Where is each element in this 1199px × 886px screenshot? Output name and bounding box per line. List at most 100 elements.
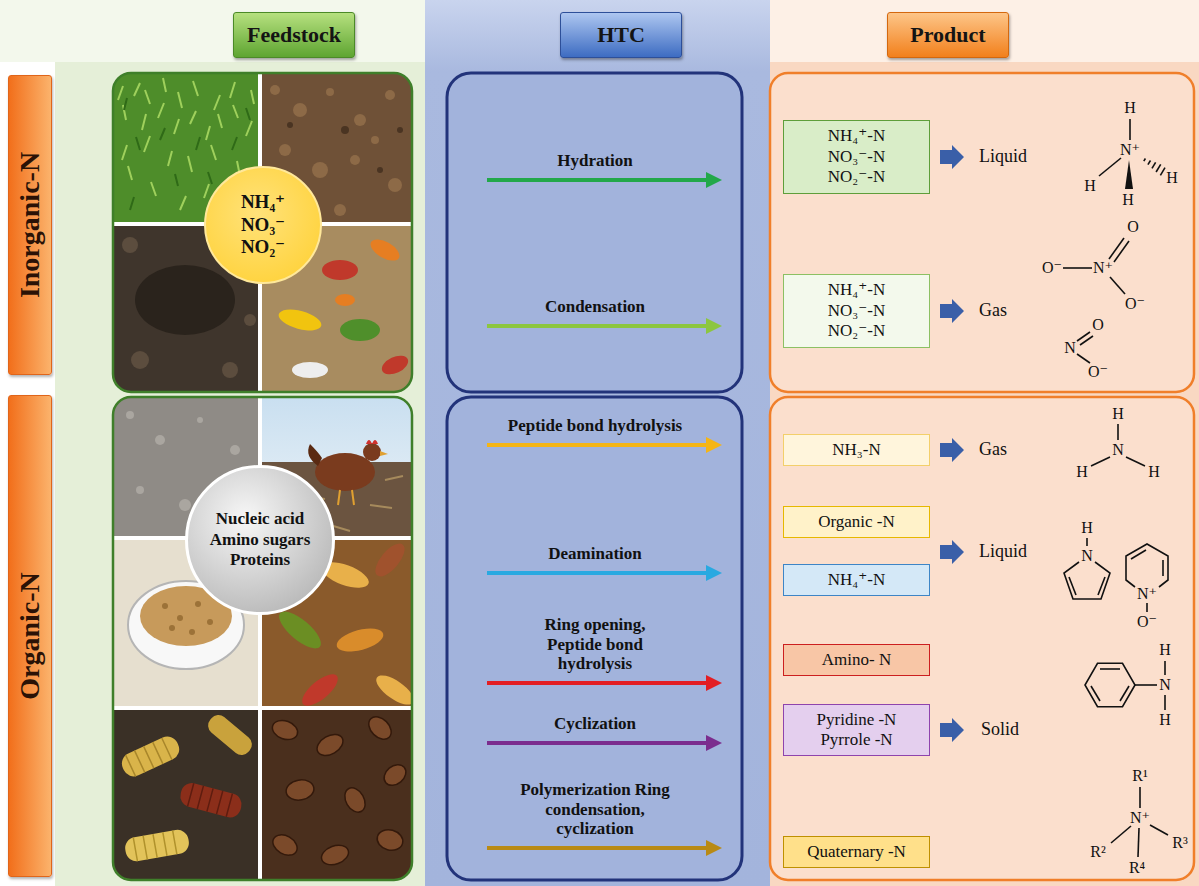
row-label: Organic-N xyxy=(16,572,44,700)
atom-symbol-holder: N⁺ xyxy=(1130,809,1150,827)
arrow-label-holder: Ring opening, Peptide bond hydrolysis xyxy=(526,615,664,674)
feedstock-photos-organic xyxy=(113,397,412,880)
product-text: Pyridine -N Pyrrole -N xyxy=(806,710,907,751)
atom-symbol-holder: R¹ xyxy=(1132,767,1147,785)
htc-arrows xyxy=(487,681,708,685)
arrow-label: Ring opening, Peptide bond hydrolysis xyxy=(526,615,664,674)
row-label-tab: Organic-N xyxy=(8,395,52,877)
product-text: NH₄⁺-N NO₃⁻-N NO₂⁻-N xyxy=(820,126,893,187)
feedstock-photos-organic xyxy=(366,440,378,444)
row-label-tab: Inorganic-N xyxy=(8,75,52,375)
feedstock-photos-inorganic xyxy=(350,155,360,165)
phase-arrows xyxy=(940,540,964,564)
feedstock-photos-inorganic xyxy=(335,294,355,306)
feedstock-photos-organic xyxy=(126,738,172,777)
feedstock-photos-organic xyxy=(364,712,395,743)
htc-arrows xyxy=(706,172,722,188)
structure-bonds xyxy=(1110,277,1125,294)
feedstock-photos-inorganic xyxy=(367,235,403,265)
atom-symbol: N xyxy=(1159,677,1171,693)
header-text: Feedstock xyxy=(247,22,341,48)
phase-label-holder: Gas xyxy=(979,301,1007,321)
structure-bonds xyxy=(1146,603,1148,612)
feedstock-photos-organic xyxy=(155,435,165,445)
htc-frames xyxy=(447,73,742,392)
atom-symbol-holder: N xyxy=(1081,547,1093,565)
feedstock-photos-organic xyxy=(113,397,412,880)
phase-arrows xyxy=(940,145,964,742)
phase-arrows xyxy=(940,438,964,462)
structure-bonds xyxy=(1138,828,1139,857)
atom-symbol-holder: O⁻ xyxy=(1088,363,1108,381)
atom-symbol: R² xyxy=(1090,844,1105,860)
background-columns xyxy=(770,0,1199,62)
structure-bonds xyxy=(1091,457,1110,466)
feedstock-photos-inorganic xyxy=(354,114,366,126)
feedstock-photos-organic xyxy=(178,781,244,820)
htc-arrows xyxy=(487,846,708,850)
structure-bonds xyxy=(1080,336,1093,345)
header-tab: HTC xyxy=(560,12,682,58)
feedstock-photos-organic xyxy=(270,717,301,743)
feedstock-photos-organic xyxy=(189,629,195,635)
feedstock-photos-organic xyxy=(207,619,213,625)
feedstock-photos-organic xyxy=(123,828,190,863)
product-box: Organic -N xyxy=(783,506,930,538)
structure-bonds xyxy=(1111,826,1131,843)
structure-bonds xyxy=(1160,168,1165,176)
structure-bonds xyxy=(1064,562,1110,599)
feedstock-photos-organic xyxy=(262,709,412,880)
feedstock-photos-organic xyxy=(319,842,351,868)
atom-symbol: H xyxy=(1076,464,1088,480)
feedstock-photos-organic xyxy=(118,733,183,780)
atom-symbol: N⁺ xyxy=(1093,260,1113,276)
phase-label: Liquid xyxy=(979,542,1027,562)
feedstock-photos-organic xyxy=(162,603,168,609)
feedstock-photos-organic xyxy=(113,709,260,880)
htc-frames xyxy=(447,397,742,880)
structure-bonds xyxy=(1148,161,1151,165)
product-text: Organic -N xyxy=(792,512,921,532)
arrow-label: Hydration xyxy=(557,151,633,171)
htc-arrows xyxy=(487,443,708,447)
atom-symbol: N xyxy=(1112,442,1124,458)
feedstock-photos-inorganic xyxy=(244,314,256,326)
feedstock-photos-inorganic xyxy=(397,127,403,133)
atom-symbol-holder: N⁺ xyxy=(1120,141,1140,159)
atom-symbol: H xyxy=(1124,100,1136,116)
feedstock-photos-organic xyxy=(195,601,201,607)
phase-label: Gas xyxy=(979,440,1007,460)
atom-symbol-holder: O xyxy=(1127,218,1139,236)
product-box: NH₄⁺-N xyxy=(783,564,930,596)
arrow-label-holder: Hydration xyxy=(557,151,633,171)
atom-symbol: O xyxy=(1127,219,1139,235)
feedstock-photos-inorganic xyxy=(135,265,235,335)
htc-arrows xyxy=(706,675,722,691)
feedstock-photos-organic xyxy=(352,490,354,505)
atom-symbol: H xyxy=(1148,464,1160,480)
arrow-label-holder: Condensation xyxy=(545,297,645,317)
product-frames xyxy=(770,73,1194,392)
atom-symbol-holder: H xyxy=(1159,641,1171,659)
feedstock-photos-organic xyxy=(204,711,255,758)
atom-symbol-holder: O xyxy=(1092,316,1104,334)
atom-symbol-holder: H xyxy=(1081,519,1093,537)
feedstock-photos-inorganic xyxy=(222,362,238,378)
phase-label: Gas xyxy=(979,301,1007,321)
background-columns xyxy=(770,62,1199,886)
feedstock-photos-organic xyxy=(113,706,412,710)
atom-symbol: N⁺ xyxy=(1137,586,1157,602)
structure-bonds xyxy=(1139,787,1141,808)
feedstock-photos-organic xyxy=(197,417,203,423)
phase-arrows xyxy=(940,145,964,169)
phase-arrows xyxy=(940,299,964,323)
feedstock-photos-inorganic xyxy=(293,103,307,117)
structure-bonds xyxy=(1129,119,1131,140)
product-text: Quaternary -N xyxy=(792,842,921,862)
atom-symbol: R¹ xyxy=(1132,768,1147,784)
feedstock-photos-organic xyxy=(334,624,386,656)
feedstock-photos-inorganic xyxy=(312,162,328,178)
atom-symbol-holder: N⁺ xyxy=(1093,259,1113,277)
structure-bonds xyxy=(1114,241,1129,262)
arrow-label-holder: Deamination xyxy=(548,544,642,564)
